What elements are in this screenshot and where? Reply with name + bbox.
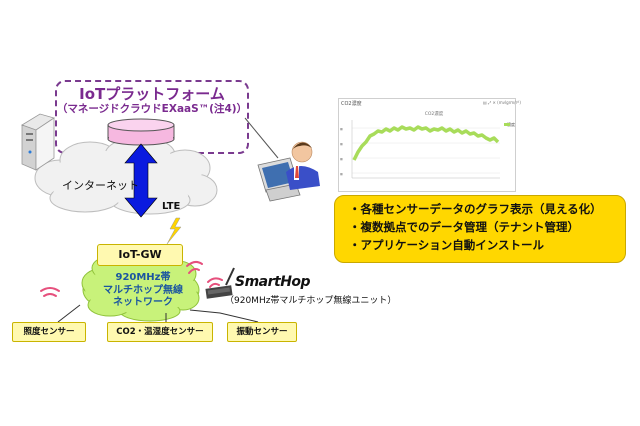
- smarthop-logo: SmartHop: [235, 274, 311, 290]
- lte-label: LTE: [162, 201, 181, 212]
- lightning-icon: [166, 217, 182, 245]
- operator-person-icon: [257, 141, 320, 202]
- chart-thumbnail-menu: ▤ ⤢ ✕ (mvlgrm/¹⁄¹): [483, 100, 521, 105]
- sensor-illuminance: 照度センサー: [12, 322, 86, 342]
- chart-thumbnail-legend: 濃度: [507, 122, 515, 127]
- smarthop-device-icon: [205, 267, 235, 299]
- chart-thumbnail-plot: ■ ■ ■ ■: [340, 120, 510, 179]
- bidirectional-arrow: [124, 143, 158, 218]
- wireless-wave-smarthop: [207, 277, 223, 288]
- database-cylinder-icon: [107, 118, 175, 146]
- platform-title: IoTプラットフォーム: [79, 85, 225, 103]
- wireless-wave-left: [40, 287, 60, 297]
- features-box: [334, 195, 626, 263]
- svg-text:■: ■: [340, 172, 343, 176]
- platform-subtitle: （マネージドクラウドEXaaS™(注4)）: [56, 103, 248, 115]
- chart-thumbnail-title: CO2濃度: [424, 112, 444, 117]
- internet-label: インターネット: [62, 179, 139, 192]
- feature-item-tenant: ・複数拠点でのデータ管理（テナント管理）: [349, 220, 579, 234]
- feature-item-graph: ・各種センサーデータのグラフ表示（見える化）: [349, 202, 602, 216]
- svg-text:■: ■: [340, 142, 343, 146]
- svg-text:■: ■: [340, 157, 343, 161]
- sensor-co2-temp-humidity: CO2・温湿度センサー: [107, 322, 213, 342]
- chart-thumbnail: [338, 98, 516, 192]
- smarthop-description: （920MHz帯マルチホップ無線ユニット）: [225, 296, 397, 306]
- wireless-wave-right: [186, 260, 203, 274]
- mesh-label-line1: 920MHz帯: [115, 272, 171, 283]
- server-icon: [21, 113, 55, 171]
- chart-thumbnail-label: CO2濃度: [341, 101, 362, 107]
- iot-gateway-box: IoT-GW: [97, 244, 183, 266]
- sensor-vibration: 振動センサー: [227, 322, 297, 342]
- feature-item-auto-install: ・アプリケーション自動インストール: [349, 238, 545, 252]
- mesh-network-label: 920MHz帯 マルチホップ無線 ネットワーク: [98, 272, 188, 310]
- mesh-label-line2: マルチホップ無線: [103, 284, 183, 296]
- mesh-label-line3: ネットワーク: [113, 297, 173, 308]
- svg-text:■: ■: [340, 127, 343, 131]
